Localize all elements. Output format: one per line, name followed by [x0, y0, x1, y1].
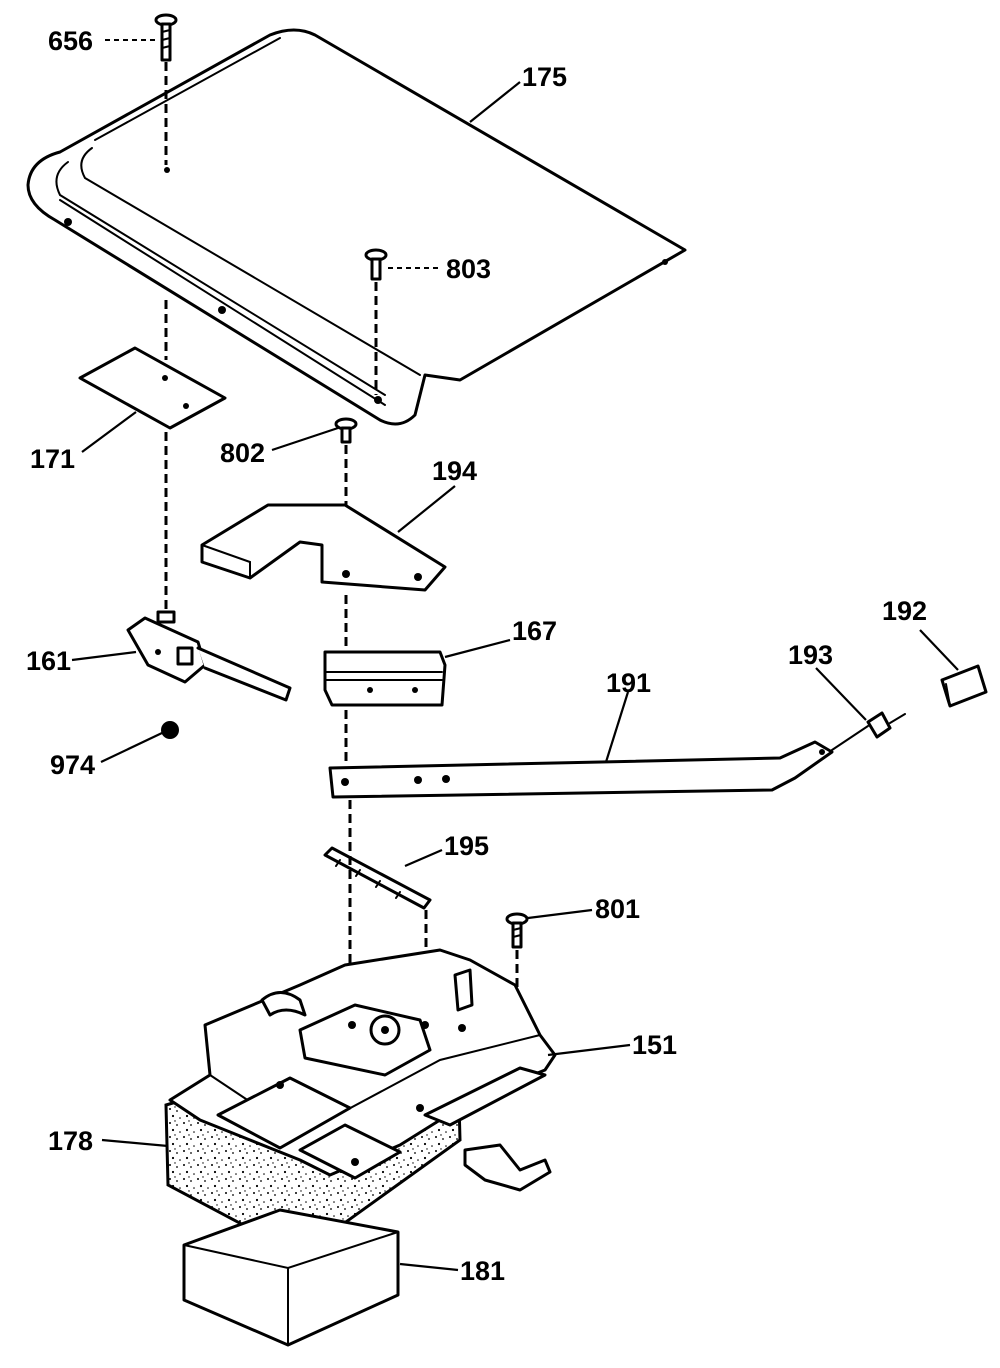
part-label-161: 161 [26, 646, 71, 676]
screw-656-icon [154, 13, 178, 62]
part-label-167: 167 [512, 616, 557, 646]
part-label-656: 656 [48, 26, 93, 56]
bracket [200, 503, 447, 592]
screw-802-icon [334, 417, 358, 444]
part-label-191: 191 [606, 668, 651, 698]
part-label-193: 193 [788, 640, 833, 670]
part-label-181: 181 [460, 1256, 505, 1286]
base-box [182, 1208, 400, 1347]
switch [126, 610, 292, 702]
screw-801-icon [505, 912, 529, 949]
spring-clip [831, 711, 906, 751]
part-label-175: 175 [522, 62, 567, 92]
cover-plate [26, 28, 687, 426]
leader-lines [71, 39, 959, 1272]
shaft [323, 846, 432, 910]
part-label-151: 151 [632, 1030, 677, 1060]
mechanism-frame [168, 948, 557, 1192]
part-label-974: 974 [50, 750, 95, 780]
screw-803-icon [364, 248, 388, 281]
bearing-block [323, 650, 447, 707]
part-label-178: 178 [48, 1126, 93, 1156]
nut-974-icon [161, 721, 179, 739]
part-label-171: 171 [30, 444, 75, 474]
part-label-802: 802 [220, 438, 265, 468]
handle-knob [940, 664, 988, 708]
part-labels: 656 175 803 171 802 194 161 167 192 193 … [26, 26, 927, 1286]
insulation-pad [78, 346, 227, 430]
part-label-803: 803 [446, 254, 491, 284]
lever-arm [328, 740, 834, 799]
part-label-192: 192 [882, 596, 927, 626]
part-label-194: 194 [432, 456, 477, 486]
part-label-801: 801 [595, 894, 640, 924]
part-label-195: 195 [444, 831, 489, 861]
